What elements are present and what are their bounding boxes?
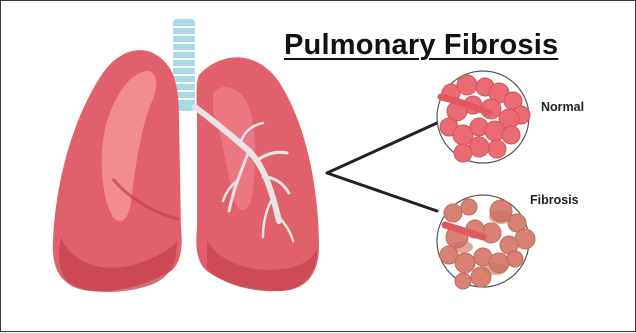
connector-lines — [327, 123, 437, 211]
fibrotic-alveoli-icon — [437, 195, 535, 289]
left-lung-icon — [53, 50, 182, 292]
right-lung-icon — [196, 57, 319, 291]
page-title: Pulmonary Fibrosis — [284, 29, 558, 62]
fibrosis-label: Fibrosis — [530, 193, 579, 207]
normal-alveoli-icon — [437, 71, 530, 163]
normal-label: Normal — [541, 100, 584, 114]
